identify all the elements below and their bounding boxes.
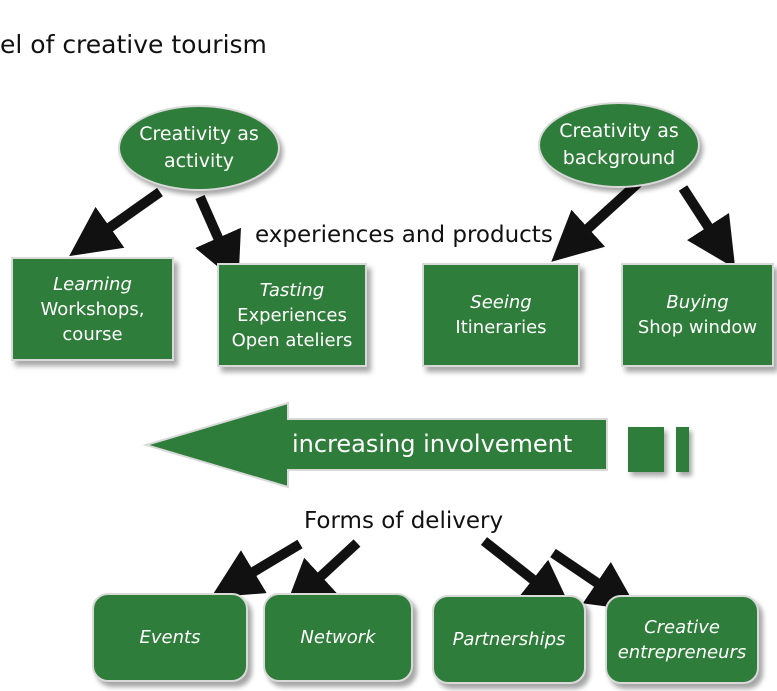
box-seeing: Seeing Itineraries [422, 263, 580, 367]
arrow-to-partnerships [480, 537, 572, 611]
oval-creativity-activity: Creativity as activity [118, 105, 280, 191]
involvement-label: increasing involvement [292, 430, 573, 458]
box-tasting-heading: Tasting [259, 279, 325, 301]
box-learning: Learning Workshops, course [11, 257, 174, 361]
arrow-activity-to-learning [69, 187, 163, 257]
arrow-background-to-seeing [551, 179, 642, 262]
oval-creativity-background: Creativity as background [538, 102, 700, 188]
experiences-label: experiences and products [255, 222, 553, 248]
involvement-bar-1 [628, 427, 664, 472]
box-tasting: Tasting Experiences Open ateliers [217, 263, 367, 367]
box-seeing-desc: Itineraries [455, 317, 547, 338]
delivery-label: Forms of delivery [304, 508, 504, 534]
box-learning-heading: Learning [53, 273, 132, 295]
box-learning-desc: Workshops, course [40, 298, 145, 345]
delivery-events: Events [92, 593, 248, 682]
involvement-bar-2 [676, 427, 689, 472]
arrow-background-to-buying [678, 185, 736, 269]
delivery-partnerships: Partnerships [432, 595, 586, 684]
box-seeing-heading: Seeing [470, 292, 532, 313]
box-buying: Buying Shop window [621, 263, 774, 367]
box-buying-heading: Buying [666, 292, 729, 313]
box-buying-desc: Shop window [637, 317, 758, 338]
delivery-creative-entrepreneurs: Creative entrepreneurs [605, 595, 759, 684]
involvement-arrow [142, 401, 608, 489]
arrow-activity-to-tasting [195, 194, 241, 284]
arrow-to-events [210, 539, 303, 598]
delivery-network: Network [263, 593, 413, 682]
arrow-to-creative-entrepreneurs [550, 548, 639, 611]
arrow-to-network [284, 539, 361, 610]
diagram-title: el of creative tourism [0, 30, 267, 59]
box-tasting-desc: Experiences Open ateliers [231, 304, 353, 351]
